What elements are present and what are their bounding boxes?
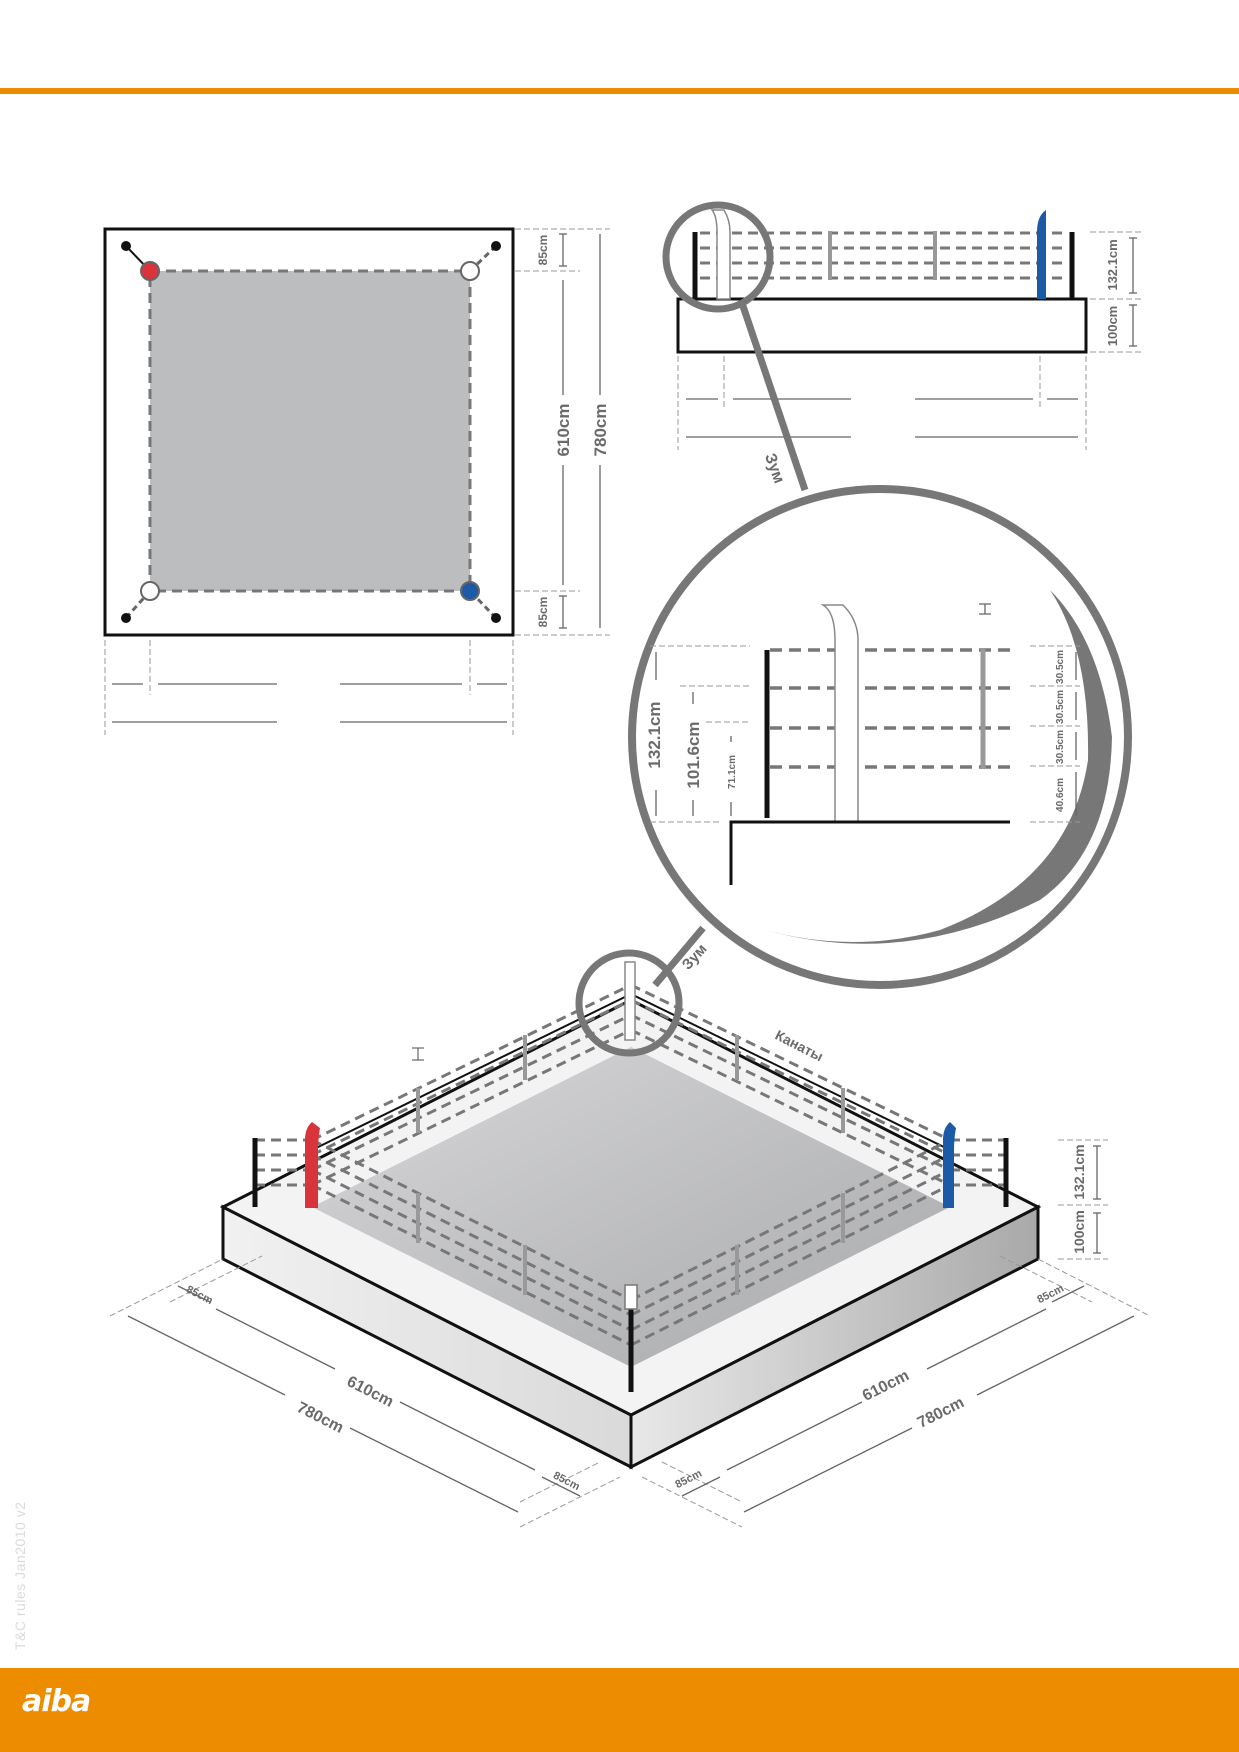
- aiba-logo: aiba: [22, 1684, 91, 1719]
- zoom-label-bottom: Зум: [679, 941, 711, 974]
- iso-zoom-circle: [575, 949, 683, 1057]
- ring-floor: [148, 269, 472, 593]
- side-platform-height: 100cm: [1105, 306, 1120, 346]
- neutral-corner: [140, 581, 160, 601]
- zoom-rope-low: 71.1cm: [727, 755, 738, 789]
- iso-left-ring: 610cm: [344, 1373, 396, 1411]
- iso-right-platform: 780cm: [915, 1394, 967, 1432]
- zoom-gap-1: 30.5cm: [1055, 650, 1066, 684]
- side-view: 132.1cm 100cm Зум: [662, 201, 1142, 492]
- iso-left-platform: 780cm: [294, 1399, 346, 1437]
- zoom-label-top: Зум: [761, 451, 787, 486]
- iso-view: Канаты 132.1cm 100cm 85cm 610cm 780cm: [109, 949, 1151, 1528]
- iso-post-height: 132.1cm: [1071, 1144, 1087, 1199]
- zoom-gap-2: 30.5cm: [1055, 690, 1066, 724]
- blue-corner: [460, 581, 480, 601]
- zoom-circle: [628, 485, 1132, 989]
- side-zoom-circle: [662, 201, 774, 313]
- platform-width-label: 780cm: [591, 404, 610, 457]
- iso-right-ring: 610cm: [860, 1367, 912, 1405]
- zoom-gap-3: 30.5cm: [1055, 730, 1066, 764]
- side-post-height: 132.1cm: [1105, 239, 1120, 290]
- red-corner: [140, 261, 160, 281]
- zoom-rope-mid: 101.6cm: [684, 721, 703, 788]
- zoom-rope-top: 132.1cm: [645, 701, 664, 768]
- neutral-corner: [460, 261, 480, 281]
- iso-platform-height: 100cm: [1071, 1210, 1087, 1254]
- zoom-gap-floor: 40.6cm: [1055, 778, 1066, 812]
- zoom-detail: 132.1cm 101.6cm 71.1cm 30.5cm 30.5cm 30.…: [628, 485, 1132, 989]
- top-view: 85cm 610cm 780cm 85cm: [103, 227, 610, 735]
- iso-blue-corner: [943, 1122, 956, 1208]
- iso-ring-floor: [312, 1047, 950, 1367]
- apron-bottom-label: 85cm: [536, 597, 550, 628]
- iso-right-apron-a: 85cm: [1035, 1282, 1066, 1306]
- ring-diagram: 85cm 610cm 780cm 85cm: [103, 201, 1151, 1528]
- ring-width-label: 610cm: [554, 404, 573, 457]
- version-label: T&C rules Jan2010 v2: [12, 1501, 28, 1650]
- iso-red-corner: [305, 1122, 320, 1208]
- header-rule: [0, 88, 1239, 94]
- footer-bar: aiba: [0, 1668, 1239, 1752]
- apron-top-label: 85cm: [536, 235, 550, 266]
